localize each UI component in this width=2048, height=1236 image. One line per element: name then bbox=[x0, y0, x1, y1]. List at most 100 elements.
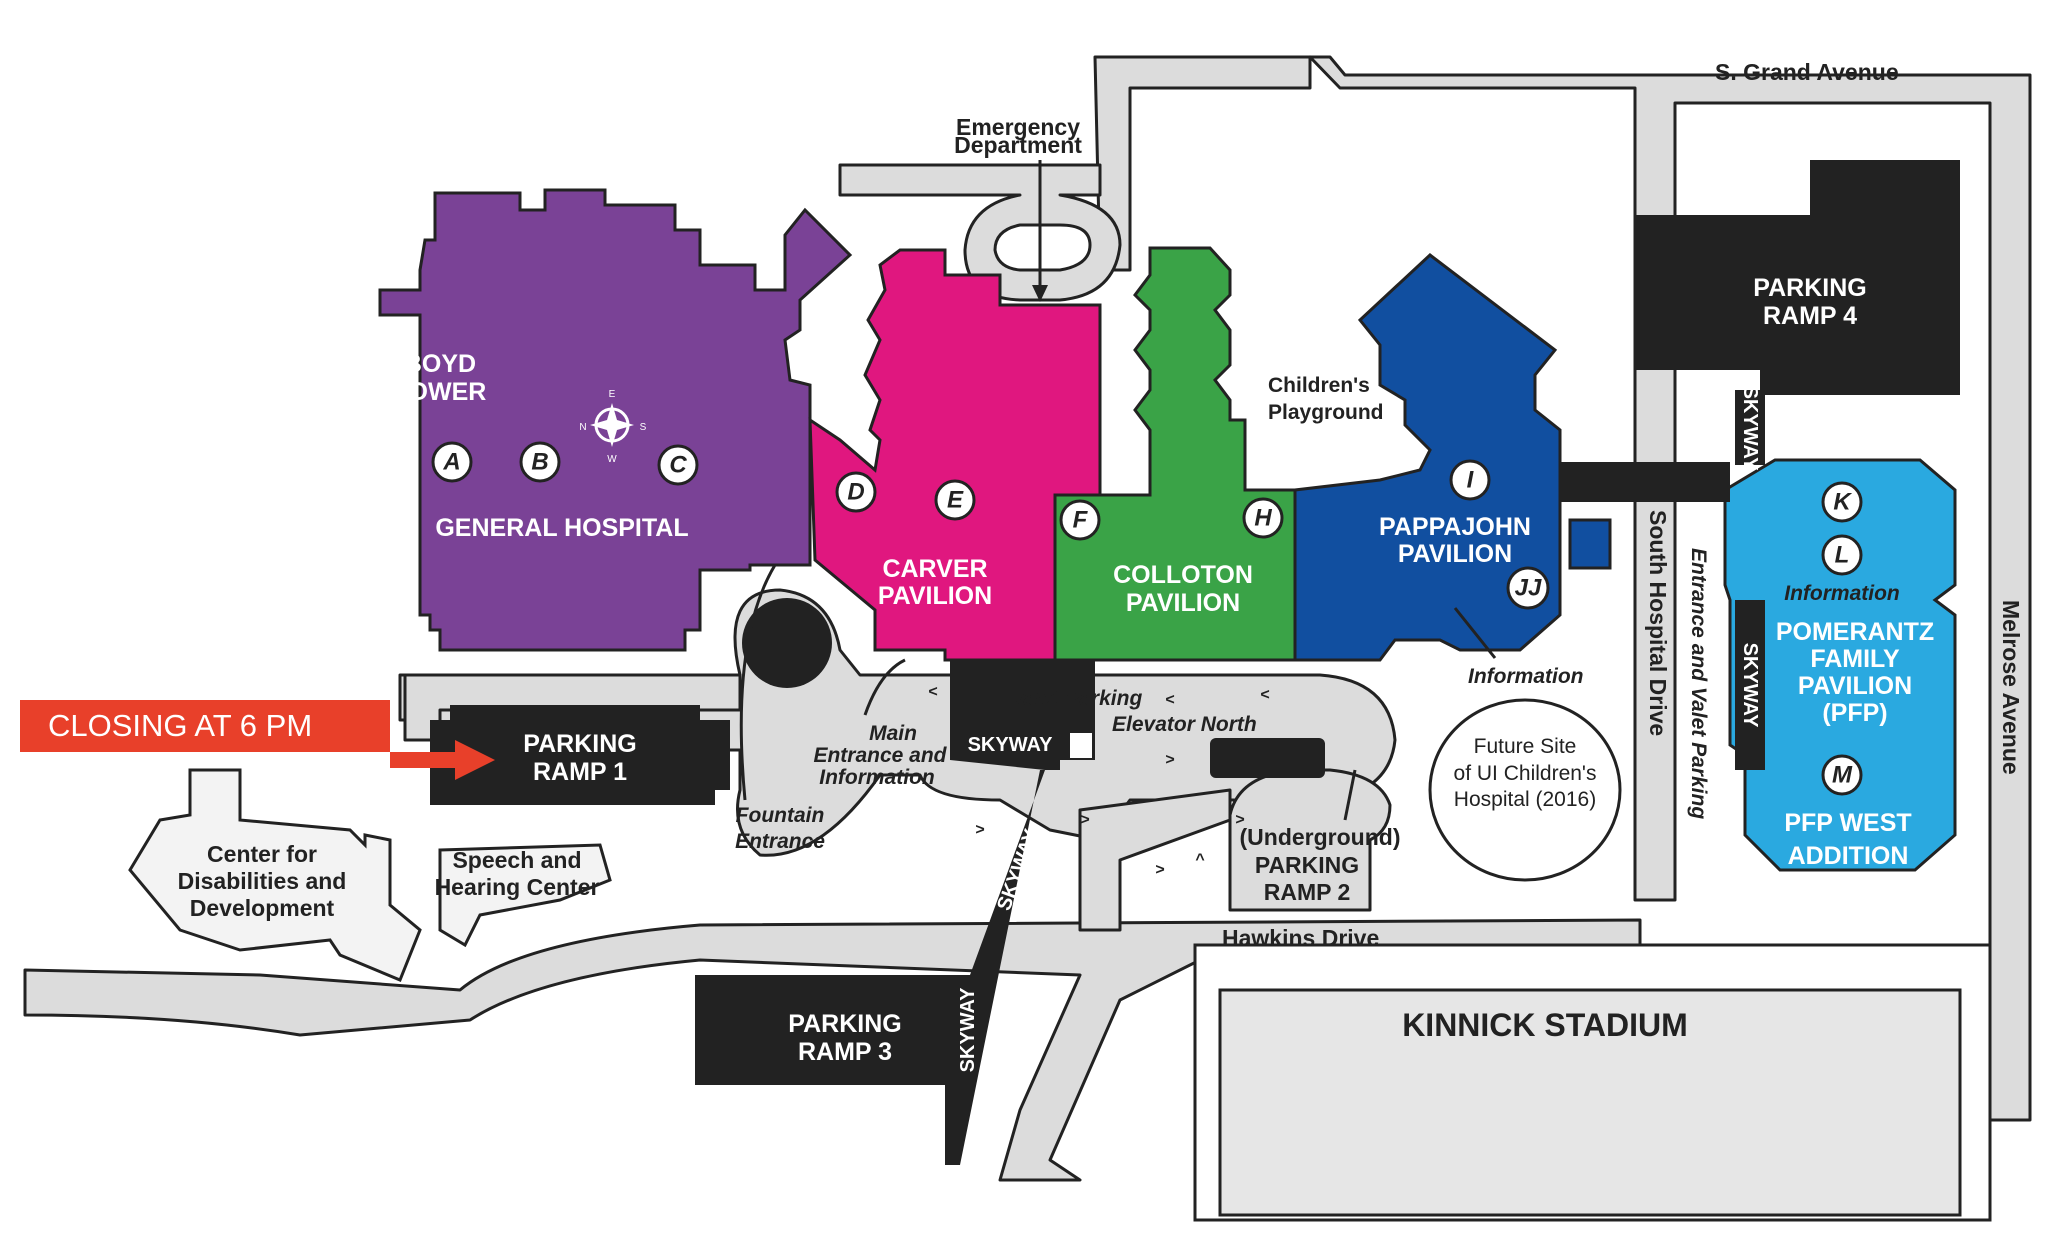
marker-e-text: E bbox=[947, 487, 964, 514]
street-labels: S. Grand Avenue South Hospital Drive Ent… bbox=[1222, 59, 2024, 951]
svg-text:>: > bbox=[1080, 812, 1089, 829]
main-entrance-arrow bbox=[863, 658, 906, 716]
skyways: SKYWAY SKYWAY SKYWAY SKYWAY SKYWAY bbox=[945, 386, 1765, 1165]
skyway-main-label: SKYWAY bbox=[968, 734, 1054, 756]
skyway-diag-label: SKYWAY bbox=[993, 826, 1043, 914]
marker-h-text: H bbox=[1254, 505, 1272, 532]
fountain-circle bbox=[742, 598, 832, 688]
cdd-building: Center for Disabilities and Development bbox=[128, 768, 422, 982]
pfp-west-label-2: ADDITION bbox=[1788, 842, 1909, 870]
compass-n: N bbox=[579, 422, 586, 433]
pfp-west-label-1: PFP WEST bbox=[1784, 809, 1911, 837]
speech-shape bbox=[438, 843, 612, 948]
compass-rose-icon: E W N S bbox=[579, 389, 646, 465]
marker-f-text: F bbox=[1073, 507, 1089, 534]
compass-w: W bbox=[607, 454, 617, 465]
future-label-2: of UI Children's bbox=[1454, 762, 1597, 785]
cdd-label-2: Disabilities and bbox=[178, 868, 347, 894]
ramp3-label-1: PARKING bbox=[788, 1010, 901, 1038]
closing-banner: CLOSING AT 6 PM bbox=[20, 700, 390, 752]
marker-h[interactable]: H bbox=[1242, 497, 1284, 539]
marker-k-text: K bbox=[1833, 489, 1852, 516]
marker-d[interactable]: D bbox=[835, 471, 877, 513]
access-road bbox=[1078, 788, 1232, 932]
marker-k[interactable]: K bbox=[1821, 481, 1863, 523]
marker-l[interactable]: L bbox=[1821, 534, 1863, 576]
hawkins-drive-label: Hawkins Drive bbox=[1222, 925, 1379, 951]
elevator-north-label: Elevator North bbox=[1112, 713, 1257, 736]
marker-jj[interactable]: JJ bbox=[1506, 566, 1550, 610]
future-label-3: Hospital (2016) bbox=[1454, 788, 1596, 811]
pappajohn-information-label: Information bbox=[1468, 665, 1584, 688]
emergency-label-1: Emergency bbox=[956, 114, 1080, 140]
notes: Emergency Department Children's Playgrou… bbox=[735, 114, 1583, 853]
ramp2-box bbox=[1210, 738, 1325, 778]
main-entrance-label-3: Information bbox=[819, 766, 935, 789]
ramp2-label-1: (Underground) bbox=[1240, 824, 1401, 850]
marker-l-text: L bbox=[1835, 542, 1850, 569]
elevator-north-box bbox=[1070, 733, 1092, 758]
ramp4-label-1: PARKING bbox=[1753, 274, 1866, 302]
emergency-drive bbox=[838, 163, 1122, 302]
ramp4-label-2: RAMP 4 bbox=[1763, 302, 1857, 330]
pomerantz-label-1: POMERANTZ bbox=[1776, 618, 1934, 646]
kinnick-stadium: KINNICK STADIUM bbox=[1193, 943, 1992, 1222]
main-entrance-label-2: Entrance and bbox=[813, 744, 947, 767]
skyway-pfp-label: SKYWAY bbox=[1739, 643, 1761, 729]
marker-b[interactable]: B bbox=[519, 441, 561, 483]
marker-a[interactable]: A bbox=[431, 441, 473, 483]
pomerantz-label-2: FAMILY bbox=[1810, 645, 1900, 673]
pomerantz-label-4: (PFP) bbox=[1822, 699, 1887, 727]
information-arrow bbox=[1453, 607, 1497, 659]
ramp2-ring bbox=[1228, 768, 1392, 912]
marker-i[interactable]: I bbox=[1449, 459, 1491, 501]
marker-jj-text: JJ bbox=[1515, 575, 1542, 602]
parking-ramp-3: PARKING RAMP 3 bbox=[695, 975, 945, 1085]
pappajohn-shape bbox=[1293, 253, 1562, 662]
s-grand-avenue-label: S. Grand Avenue bbox=[1715, 59, 1899, 85]
general-hospital-label: GENERAL HOSPITAL bbox=[435, 514, 688, 542]
kinnick-label: KINNICK STADIUM bbox=[1402, 1007, 1688, 1043]
marker-e[interactable]: E bbox=[934, 479, 976, 521]
ramp3-shape bbox=[695, 975, 945, 1085]
boyd-label-2: TOWER bbox=[394, 378, 487, 406]
ramp1-label-1: PARKING bbox=[523, 730, 636, 758]
ramp2-label-3: RAMP 2 bbox=[1264, 879, 1351, 905]
ramp2-arrow bbox=[1343, 769, 1357, 821]
ramp3-label-2: RAMP 3 bbox=[798, 1038, 892, 1066]
cdd-label-3: Development bbox=[190, 895, 335, 921]
pfp-information-label: Information bbox=[1784, 582, 1900, 605]
marker-a-text: A bbox=[442, 449, 460, 476]
compass-s: S bbox=[640, 422, 647, 433]
marker-f[interactable]: F bbox=[1059, 499, 1101, 541]
svg-text:<: < bbox=[928, 684, 937, 701]
valet-parking-label: Valet Parking bbox=[1010, 687, 1142, 710]
emergency-arrowhead bbox=[1032, 285, 1048, 302]
traffic-chevrons: < < < > > > > > ^ bbox=[928, 684, 1269, 879]
carver-pavilion: CARVER PAVILION bbox=[808, 248, 1102, 662]
emergency-label-2: Department bbox=[954, 132, 1082, 158]
s-grand-avenue-road bbox=[1093, 55, 2032, 1122]
pappajohn-label-2: PAVILION bbox=[1398, 540, 1512, 568]
parking-ramp-1: PARKING RAMP 1 bbox=[430, 705, 730, 805]
skyway-pappajohn-pfp bbox=[1560, 462, 1730, 502]
skyway-vert-label: SKYWAY bbox=[957, 987, 979, 1073]
pomerantz-label-3: PAVILION bbox=[1798, 672, 1912, 700]
carver-label-2: PAVILION bbox=[878, 582, 992, 610]
ramp1-shape bbox=[430, 705, 730, 805]
cdd-shape bbox=[128, 768, 422, 982]
playground-label-1: Children's bbox=[1268, 374, 1370, 397]
marker-c-text: C bbox=[669, 452, 687, 479]
marker-c[interactable]: C bbox=[657, 444, 699, 486]
cdd-label-1: Center for bbox=[207, 841, 317, 867]
skyway-ramp4-label: SKYWAY bbox=[1739, 386, 1761, 472]
pappajohn-annex bbox=[1568, 518, 1612, 570]
future-site-ellipse bbox=[1428, 698, 1622, 882]
south-hospital-drive-label: South Hospital Drive bbox=[1645, 510, 1671, 736]
future-childrens-hospital: Future Site of UI Children's Hospital (2… bbox=[1428, 698, 1622, 882]
boyd-label-1: BOYD bbox=[404, 350, 476, 378]
marker-m[interactable]: M bbox=[1821, 754, 1863, 796]
parking-ramp-4: PARKING RAMP 4 bbox=[1635, 160, 1960, 395]
future-label-1: Future Site bbox=[1474, 735, 1577, 758]
